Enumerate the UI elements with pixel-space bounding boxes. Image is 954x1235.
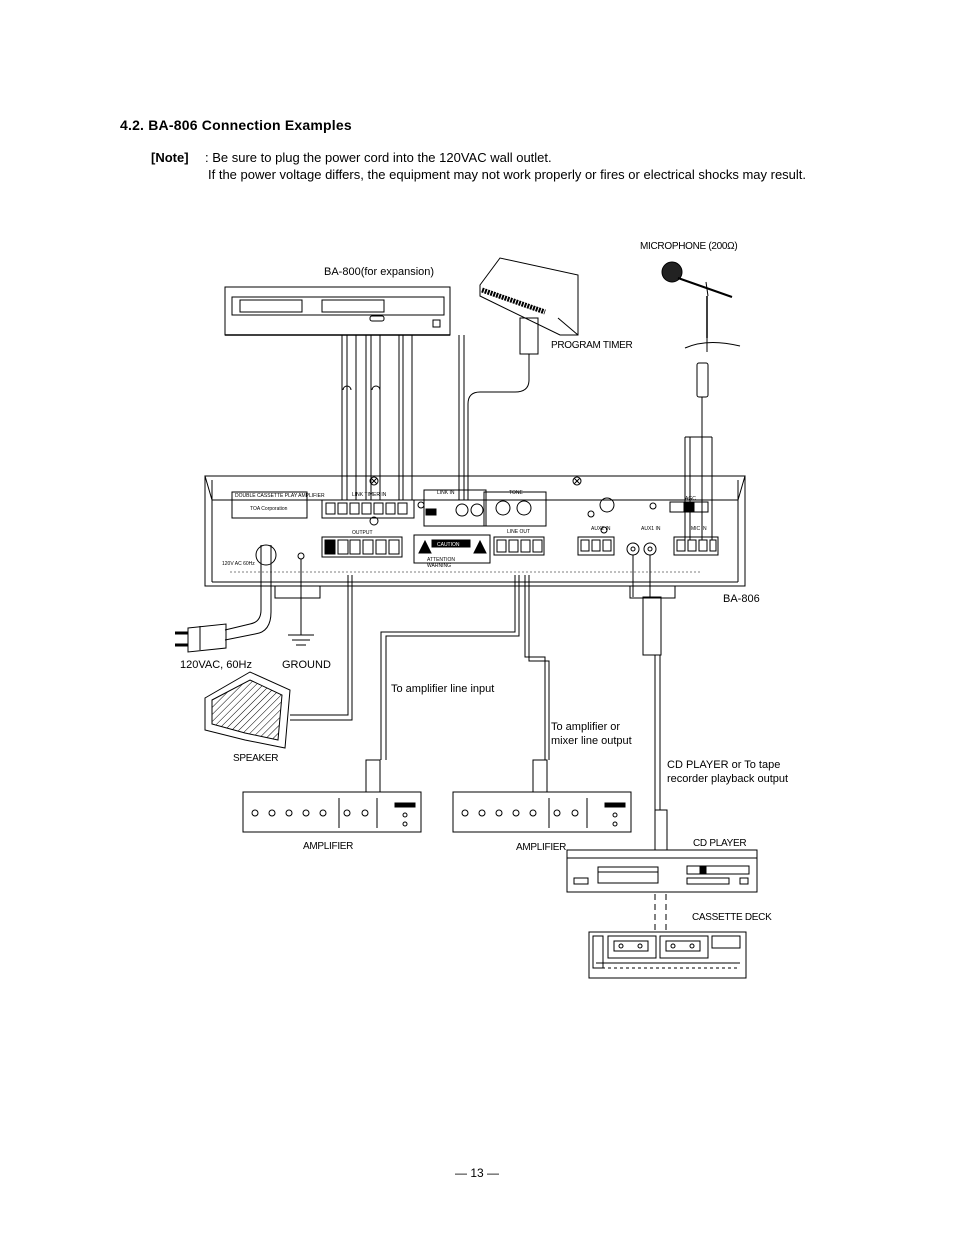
- microphone: [661, 261, 741, 420]
- note-line-1: : Be sure to plug the power cord into th…: [205, 150, 552, 165]
- page-number: — 13 —: [454, 1166, 499, 1180]
- power-cord: [175, 545, 272, 653]
- amplifier-2-label: AMPLIFIER: [516, 842, 567, 853]
- output-label: OUTPUT: [352, 530, 373, 536]
- aux2-label: AUX2 IN: [591, 526, 611, 532]
- link-in-label: LINK IN: [437, 490, 455, 496]
- amplifier-2: [452, 791, 632, 833]
- ba800-unit: [224, 286, 451, 336]
- mic-in-label: MIC IN: [691, 526, 707, 532]
- nameplate-2: TOA Corporation: [250, 506, 288, 512]
- cassette-deck-label: CASSETTE DECK: [692, 912, 772, 923]
- speaker: [204, 575, 353, 749]
- cd-output-label-1: CD PLAYER or To tape: [667, 759, 781, 771]
- power-label: 120VAC, 60Hz: [180, 659, 252, 671]
- amplifier-1-label: AMPLIFIER: [303, 841, 354, 852]
- nameplate-1: DOUBLE CASSETTE PLAY AMPLIFIER: [235, 493, 325, 499]
- caution-label: CAUTION: [437, 542, 460, 548]
- program-timer-label: PROGRAM TIMER: [551, 340, 633, 351]
- mixer-line-output-label-2: mixer line output: [551, 735, 632, 747]
- ba806-label: BA-806: [723, 593, 760, 605]
- cd-output-label-2: recorder playback output: [667, 773, 789, 785]
- ac-rating-label: 120V AC 60Hz: [222, 561, 255, 567]
- note-body: If the power voltage differs, the equipm…: [208, 167, 807, 182]
- ground-label: GROUND: [282, 659, 331, 671]
- aux1-label: AUX1 IN: [641, 526, 661, 532]
- ba800-label: BA-800(for expansion): [324, 266, 435, 278]
- agc-label: AGC: [685, 496, 696, 502]
- attention-label: ATTENTION: [427, 557, 455, 563]
- mixer-line-output-label-1: To amplifier or: [551, 721, 621, 733]
- ground-symbol: [288, 559, 314, 646]
- amplifier-1: [242, 791, 422, 833]
- cassette-deck: [588, 931, 747, 979]
- microphone-label: MICROPHONE (200Ω): [640, 241, 738, 252]
- amp-line-input-label: To amplifier line input: [391, 683, 495, 695]
- link-timer-label: LINK TIMER IN: [352, 492, 387, 498]
- line-out-label: LINE OUT: [507, 529, 530, 535]
- note-label: [Note]: [151, 150, 189, 165]
- cd-player: [566, 849, 758, 893]
- warning-label: WARNING: [427, 563, 451, 569]
- mic-cables: [684, 420, 713, 540]
- tone-label: TONE: [509, 490, 523, 496]
- cd-cables: [632, 555, 668, 930]
- speaker-label: SPEAKER: [233, 753, 279, 764]
- panel-text: DOUBLE CASSETTE PLAY AMPLIFIER TOA Corpo…: [222, 490, 707, 569]
- ba800-cables: [341, 335, 530, 500]
- section-title: 4.2. BA-806 Connection Examples: [120, 117, 352, 133]
- cd-player-label: CD PLAYER: [693, 838, 747, 849]
